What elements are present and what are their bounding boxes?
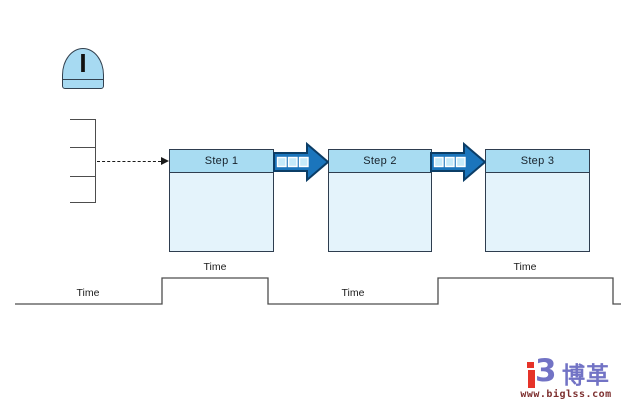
inventory-band-line — [63, 79, 103, 80]
dashed-arrow — [97, 157, 169, 165]
push-arrow-icon — [273, 141, 329, 183]
timeline-label-wait-1: Time — [76, 287, 100, 299]
logo-red-dot — [527, 362, 534, 368]
schedule-comb-icon — [70, 119, 96, 203]
push-arrow-icon — [430, 141, 486, 183]
process-box-step-2: Step 2 — [328, 149, 432, 252]
logo-blue-glyph: 3 — [535, 353, 557, 389]
watermark-url: www.biglss.com — [520, 389, 612, 400]
timeline-label-process-2: Time — [513, 261, 537, 273]
process-box-title: Step 2 — [329, 150, 431, 173]
dashed-arrowhead-icon — [161, 157, 169, 165]
watermark-logo-text: 博革 — [562, 362, 610, 388]
process-box-step-3: Step 3 — [485, 149, 590, 252]
biglss-logo-icon: 3 — [527, 354, 559, 389]
process-box-step-1: Step 1 — [169, 149, 274, 252]
inventory-icon: I — [62, 48, 104, 89]
timeline-label-wait-2: Time — [341, 287, 365, 299]
timeline-ladder — [15, 277, 621, 305]
comb-prong — [70, 147, 96, 148]
logo-red-bar — [528, 370, 535, 388]
process-box-title: Step 1 — [170, 150, 273, 173]
comb-prong — [70, 176, 96, 177]
timeline-label-process-1: Time — [203, 261, 227, 273]
comb-prong — [70, 202, 96, 203]
inventory-label: I — [79, 48, 87, 78]
watermark: 3 博革 www.biglss.com — [514, 354, 618, 404]
process-box-title: Step 3 — [486, 150, 589, 173]
comb-prong — [70, 119, 96, 120]
